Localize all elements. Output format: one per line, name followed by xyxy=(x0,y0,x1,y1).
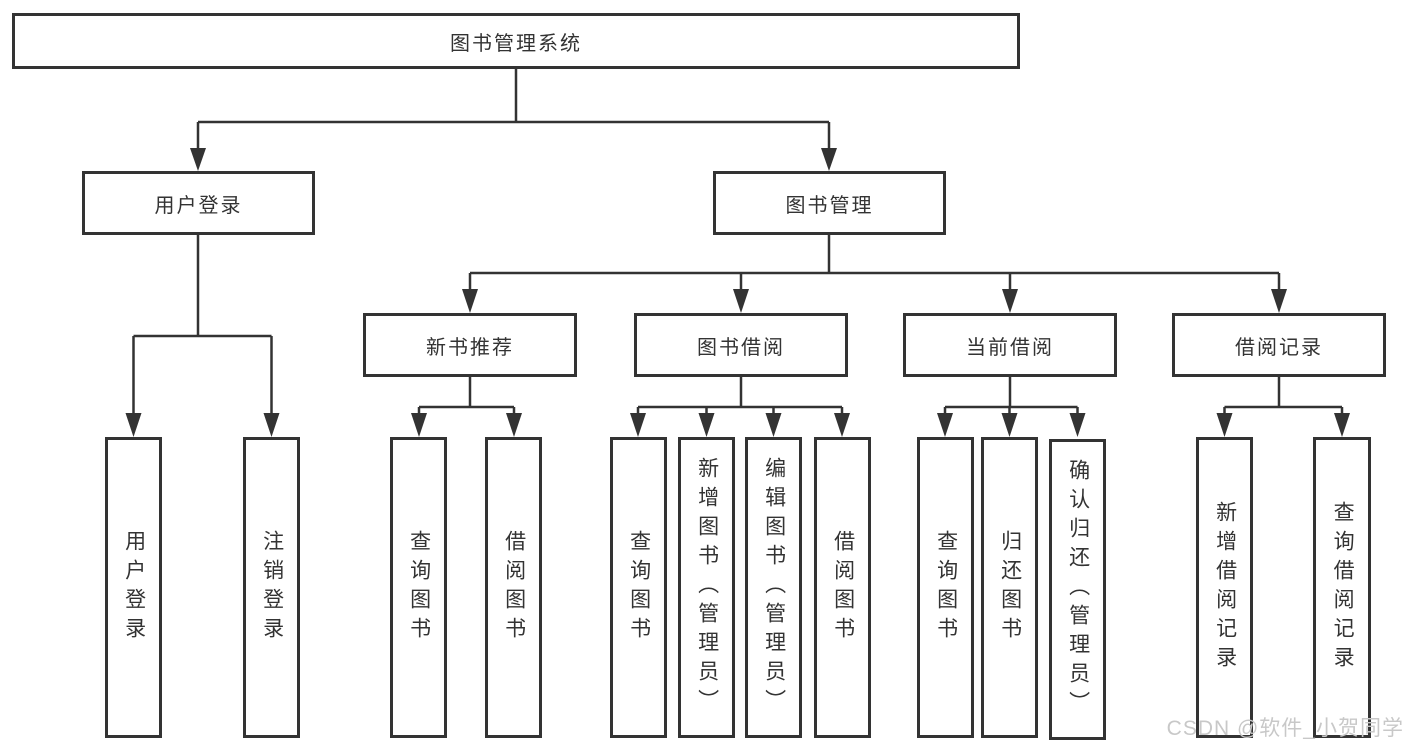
node-library-management-system: 图书管理系统 xyxy=(12,13,1020,69)
leaf-borrow-books-label: 借阅图书 xyxy=(831,529,855,646)
leaf-return-books-label: 归还图书 xyxy=(998,529,1022,646)
node-book-borrow: 图书借阅 xyxy=(634,313,848,377)
node-current-borrow: 当前借阅 xyxy=(903,313,1117,377)
leaf-query-books-current-label: 查询图书 xyxy=(934,529,958,646)
node-user-login-label: 用户登录 xyxy=(154,194,243,217)
leaf-add-borrow-record: 新增借阅记录 xyxy=(1196,437,1253,738)
leaf-user-login-label: 用户登录 xyxy=(122,529,146,646)
leaf-borrow-books-recommend-label: 借阅图书 xyxy=(502,529,526,646)
leaf-confirm-return-admin: 确认归还（管理员） xyxy=(1049,439,1106,740)
leaf-query-books-recommend: 查询图书 xyxy=(390,437,447,738)
leaf-query-borrow-record-label: 查询借阅记录 xyxy=(1331,500,1355,675)
node-borrow-records: 借阅记录 xyxy=(1172,313,1386,377)
node-book-management: 图书管理 xyxy=(713,171,946,235)
leaf-user-login: 用户登录 xyxy=(105,437,162,738)
node-new-book-recommend: 新书推荐 xyxy=(363,313,577,377)
leaf-query-books-current: 查询图书 xyxy=(917,437,974,738)
leaf-borrow-books-recommend: 借阅图书 xyxy=(485,437,542,738)
node-borrow-records-label: 借阅记录 xyxy=(1235,336,1323,359)
node-library-management-system-label: 图书管理系统 xyxy=(450,32,582,55)
leaf-add-books-admin: 新增图书（管理员） xyxy=(678,437,735,738)
node-user-login: 用户登录 xyxy=(82,171,315,235)
node-current-borrow-label: 当前借阅 xyxy=(966,336,1054,359)
leaf-return-books: 归还图书 xyxy=(981,437,1038,738)
csdn-watermark: CSDN @软件_小贺同学 xyxy=(1166,717,1404,740)
leaf-query-borrow-record: 查询借阅记录 xyxy=(1313,437,1371,738)
leaf-query-books-borrow-label: 查询图书 xyxy=(627,529,651,646)
leaf-logout-label: 注销登录 xyxy=(260,529,284,646)
leaf-query-books-borrow: 查询图书 xyxy=(610,437,667,738)
leaf-logout: 注销登录 xyxy=(243,437,300,738)
leaf-confirm-return-admin-label: 确认归还（管理员） xyxy=(1066,459,1090,720)
node-new-book-recommend-label: 新书推荐 xyxy=(426,336,514,359)
node-book-management-label: 图书管理 xyxy=(785,194,874,217)
leaf-edit-books-admin: 编辑图书（管理员） xyxy=(745,437,802,738)
node-book-borrow-label: 图书借阅 xyxy=(697,336,785,359)
leaf-add-borrow-record-label: 新增借阅记录 xyxy=(1213,500,1237,675)
leaf-borrow-books: 借阅图书 xyxy=(814,437,871,738)
leaf-query-books-recommend-label: 查询图书 xyxy=(407,529,431,646)
leaf-edit-books-admin-label: 编辑图书（管理员） xyxy=(762,457,786,718)
leaf-add-books-admin-label: 新增图书（管理员） xyxy=(695,457,719,718)
